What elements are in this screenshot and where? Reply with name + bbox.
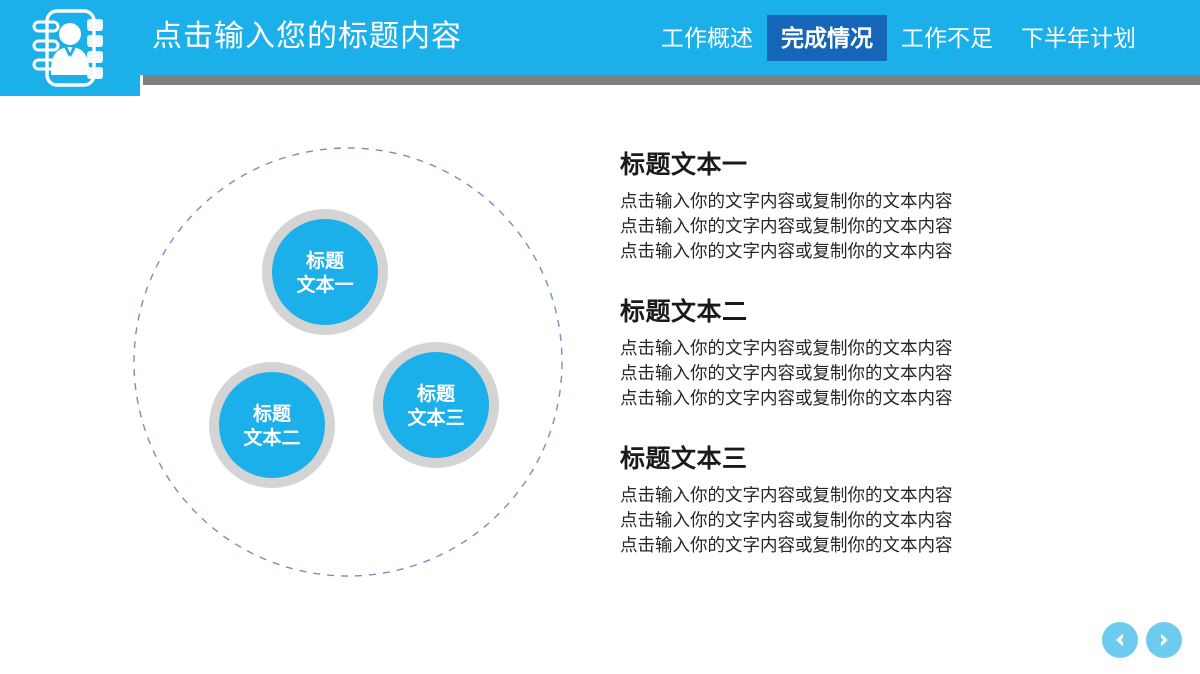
section-heading-3: 标题文本三	[620, 445, 748, 473]
bubble-2: 标题 文本二	[209, 362, 335, 488]
section-body-2: 点击输入你的文字内容或复制你的文本内容 点击输入你的文字内容或复制你的文本内容 …	[620, 336, 1040, 411]
body-line: 点击输入你的文字内容或复制你的文本内容	[620, 241, 953, 261]
next-slide-button[interactable]	[1146, 622, 1182, 658]
chevron-left-icon	[1116, 633, 1123, 647]
body-line: 点击输入你的文字内容或复制你的文本内容	[620, 388, 953, 408]
nav-tabs: 工作概述 完成情况 工作不足 下半年计划	[647, 0, 1150, 75]
svg-text:标题: 标题	[253, 403, 291, 425]
bubble-3: 标题 文本三	[373, 342, 499, 468]
content-column: 标题文本一 点击输入你的文字内容或复制你的文本内容 点击输入你的文字内容或复制你…	[620, 148, 1040, 589]
header-bar	[0, 0, 1200, 75]
body-line: 点击输入你的文字内容或复制你的文本内容	[620, 535, 953, 555]
contact-book-icon	[0, 0, 140, 96]
previous-slide-button[interactable]	[1102, 622, 1138, 658]
section-heading-1: 标题文本一	[620, 151, 748, 179]
section-body-1: 点击输入你的文字内容或复制你的文本内容 点击输入你的文字内容或复制你的文本内容 …	[620, 189, 1040, 264]
tab-second-half-plan[interactable]: 下半年计划	[1021, 24, 1136, 51]
tab-work-overview[interactable]: 工作概述	[661, 24, 753, 51]
three-bubble-diagram: 标题 文本一 标题 文本二 标题 文本三	[120, 134, 580, 594]
body-line: 点击输入你的文字内容或复制你的文本内容	[620, 338, 953, 358]
outer-dashed-circle	[133, 147, 563, 577]
tab-work-shortcomings[interactable]: 工作不足	[901, 24, 993, 51]
bubble-1: 标题 文本一	[262, 209, 388, 335]
tab-completion-status[interactable]: 完成情况	[767, 14, 887, 61]
svg-text:文本一: 文本一	[296, 273, 353, 296]
body-line: 点击输入你的文字内容或复制你的文本内容	[620, 485, 953, 505]
svg-text:文本三: 文本三	[407, 406, 464, 429]
section-body-3: 点击输入你的文字内容或复制你的文本内容 点击输入你的文字内容或复制你的文本内容 …	[620, 483, 1040, 558]
body-line: 点击输入你的文字内容或复制你的文本内容	[620, 510, 953, 530]
text-section-3: 标题文本三 点击输入你的文字内容或复制你的文本内容 点击输入你的文字内容或复制你…	[620, 442, 1040, 558]
page-title: 点击输入您的标题内容	[152, 20, 462, 53]
svg-text:标题: 标题	[306, 250, 344, 272]
section-heading-2: 标题文本二	[620, 298, 748, 326]
body-line: 点击输入你的文字内容或复制你的文本内容	[620, 216, 953, 236]
chevron-right-icon	[1161, 633, 1168, 647]
pager-controls	[1102, 622, 1182, 658]
svg-text:标题: 标题	[417, 383, 455, 405]
body-line: 点击输入你的文字内容或复制你的文本内容	[620, 191, 953, 211]
header-underline	[143, 75, 1200, 85]
body-line: 点击输入你的文字内容或复制你的文本内容	[620, 363, 953, 383]
text-section-1: 标题文本一 点击输入你的文字内容或复制你的文本内容 点击输入你的文字内容或复制你…	[620, 148, 1040, 264]
svg-text:文本二: 文本二	[243, 426, 300, 449]
text-section-2: 标题文本二 点击输入你的文字内容或复制你的文本内容 点击输入你的文字内容或复制你…	[620, 295, 1040, 411]
